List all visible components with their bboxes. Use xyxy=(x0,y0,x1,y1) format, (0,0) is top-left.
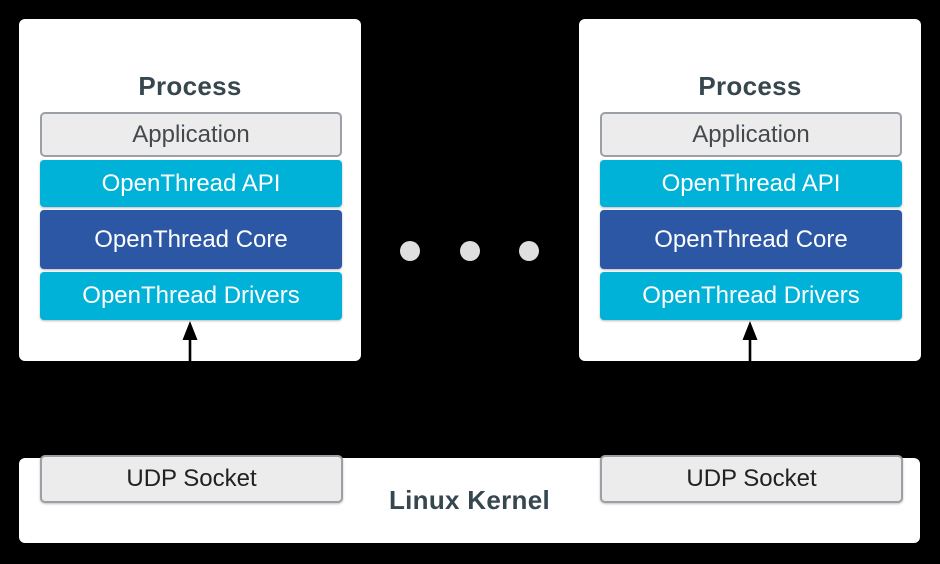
ellipsis-dot xyxy=(400,241,420,261)
process-title: Process xyxy=(138,71,242,101)
process-card-right: Process Application OpenThread API OpenT… xyxy=(579,19,921,361)
up-arrow-icon xyxy=(182,321,198,361)
openthread-core-box: OpenThread Core xyxy=(40,210,342,269)
linux-kernel-box: Linux Kernel UDP Socket UDP Socket xyxy=(19,455,920,543)
application-label: Application xyxy=(132,120,250,148)
openthread-drivers-box: OpenThread Drivers xyxy=(600,272,902,320)
openthread-core-box: OpenThread Core xyxy=(600,210,902,269)
openthread-drivers-label: OpenThread Drivers xyxy=(82,282,300,309)
up-arrow-icon xyxy=(742,321,758,361)
udp-socket-label: UDP Socket xyxy=(686,465,817,492)
linux-kernel-label: Linux Kernel xyxy=(388,485,551,515)
ellipsis-dot xyxy=(519,241,539,261)
openthread-api-label: OpenThread API xyxy=(101,169,281,197)
application-box: Application xyxy=(600,112,902,157)
process-title: Process xyxy=(698,71,802,101)
application-label: Application xyxy=(692,120,810,148)
process-card-left: Process Application OpenThread API OpenT… xyxy=(19,19,361,361)
ellipsis-dot xyxy=(460,241,480,261)
openthread-drivers-box: OpenThread Drivers xyxy=(40,272,342,320)
openthread-drivers-label: OpenThread Drivers xyxy=(642,282,860,309)
openthread-api-label: OpenThread API xyxy=(661,169,841,197)
udp-socket-label: UDP Socket xyxy=(126,465,257,492)
openthread-core-label: OpenThread Core xyxy=(654,225,848,253)
openthread-api-box: OpenThread API xyxy=(600,160,902,207)
application-box: Application xyxy=(40,112,342,157)
openthread-api-box: OpenThread API xyxy=(40,160,342,207)
openthread-core-label: OpenThread Core xyxy=(94,225,288,253)
udp-socket-box-left: UDP Socket xyxy=(40,455,343,503)
udp-socket-box-right: UDP Socket xyxy=(600,455,903,503)
